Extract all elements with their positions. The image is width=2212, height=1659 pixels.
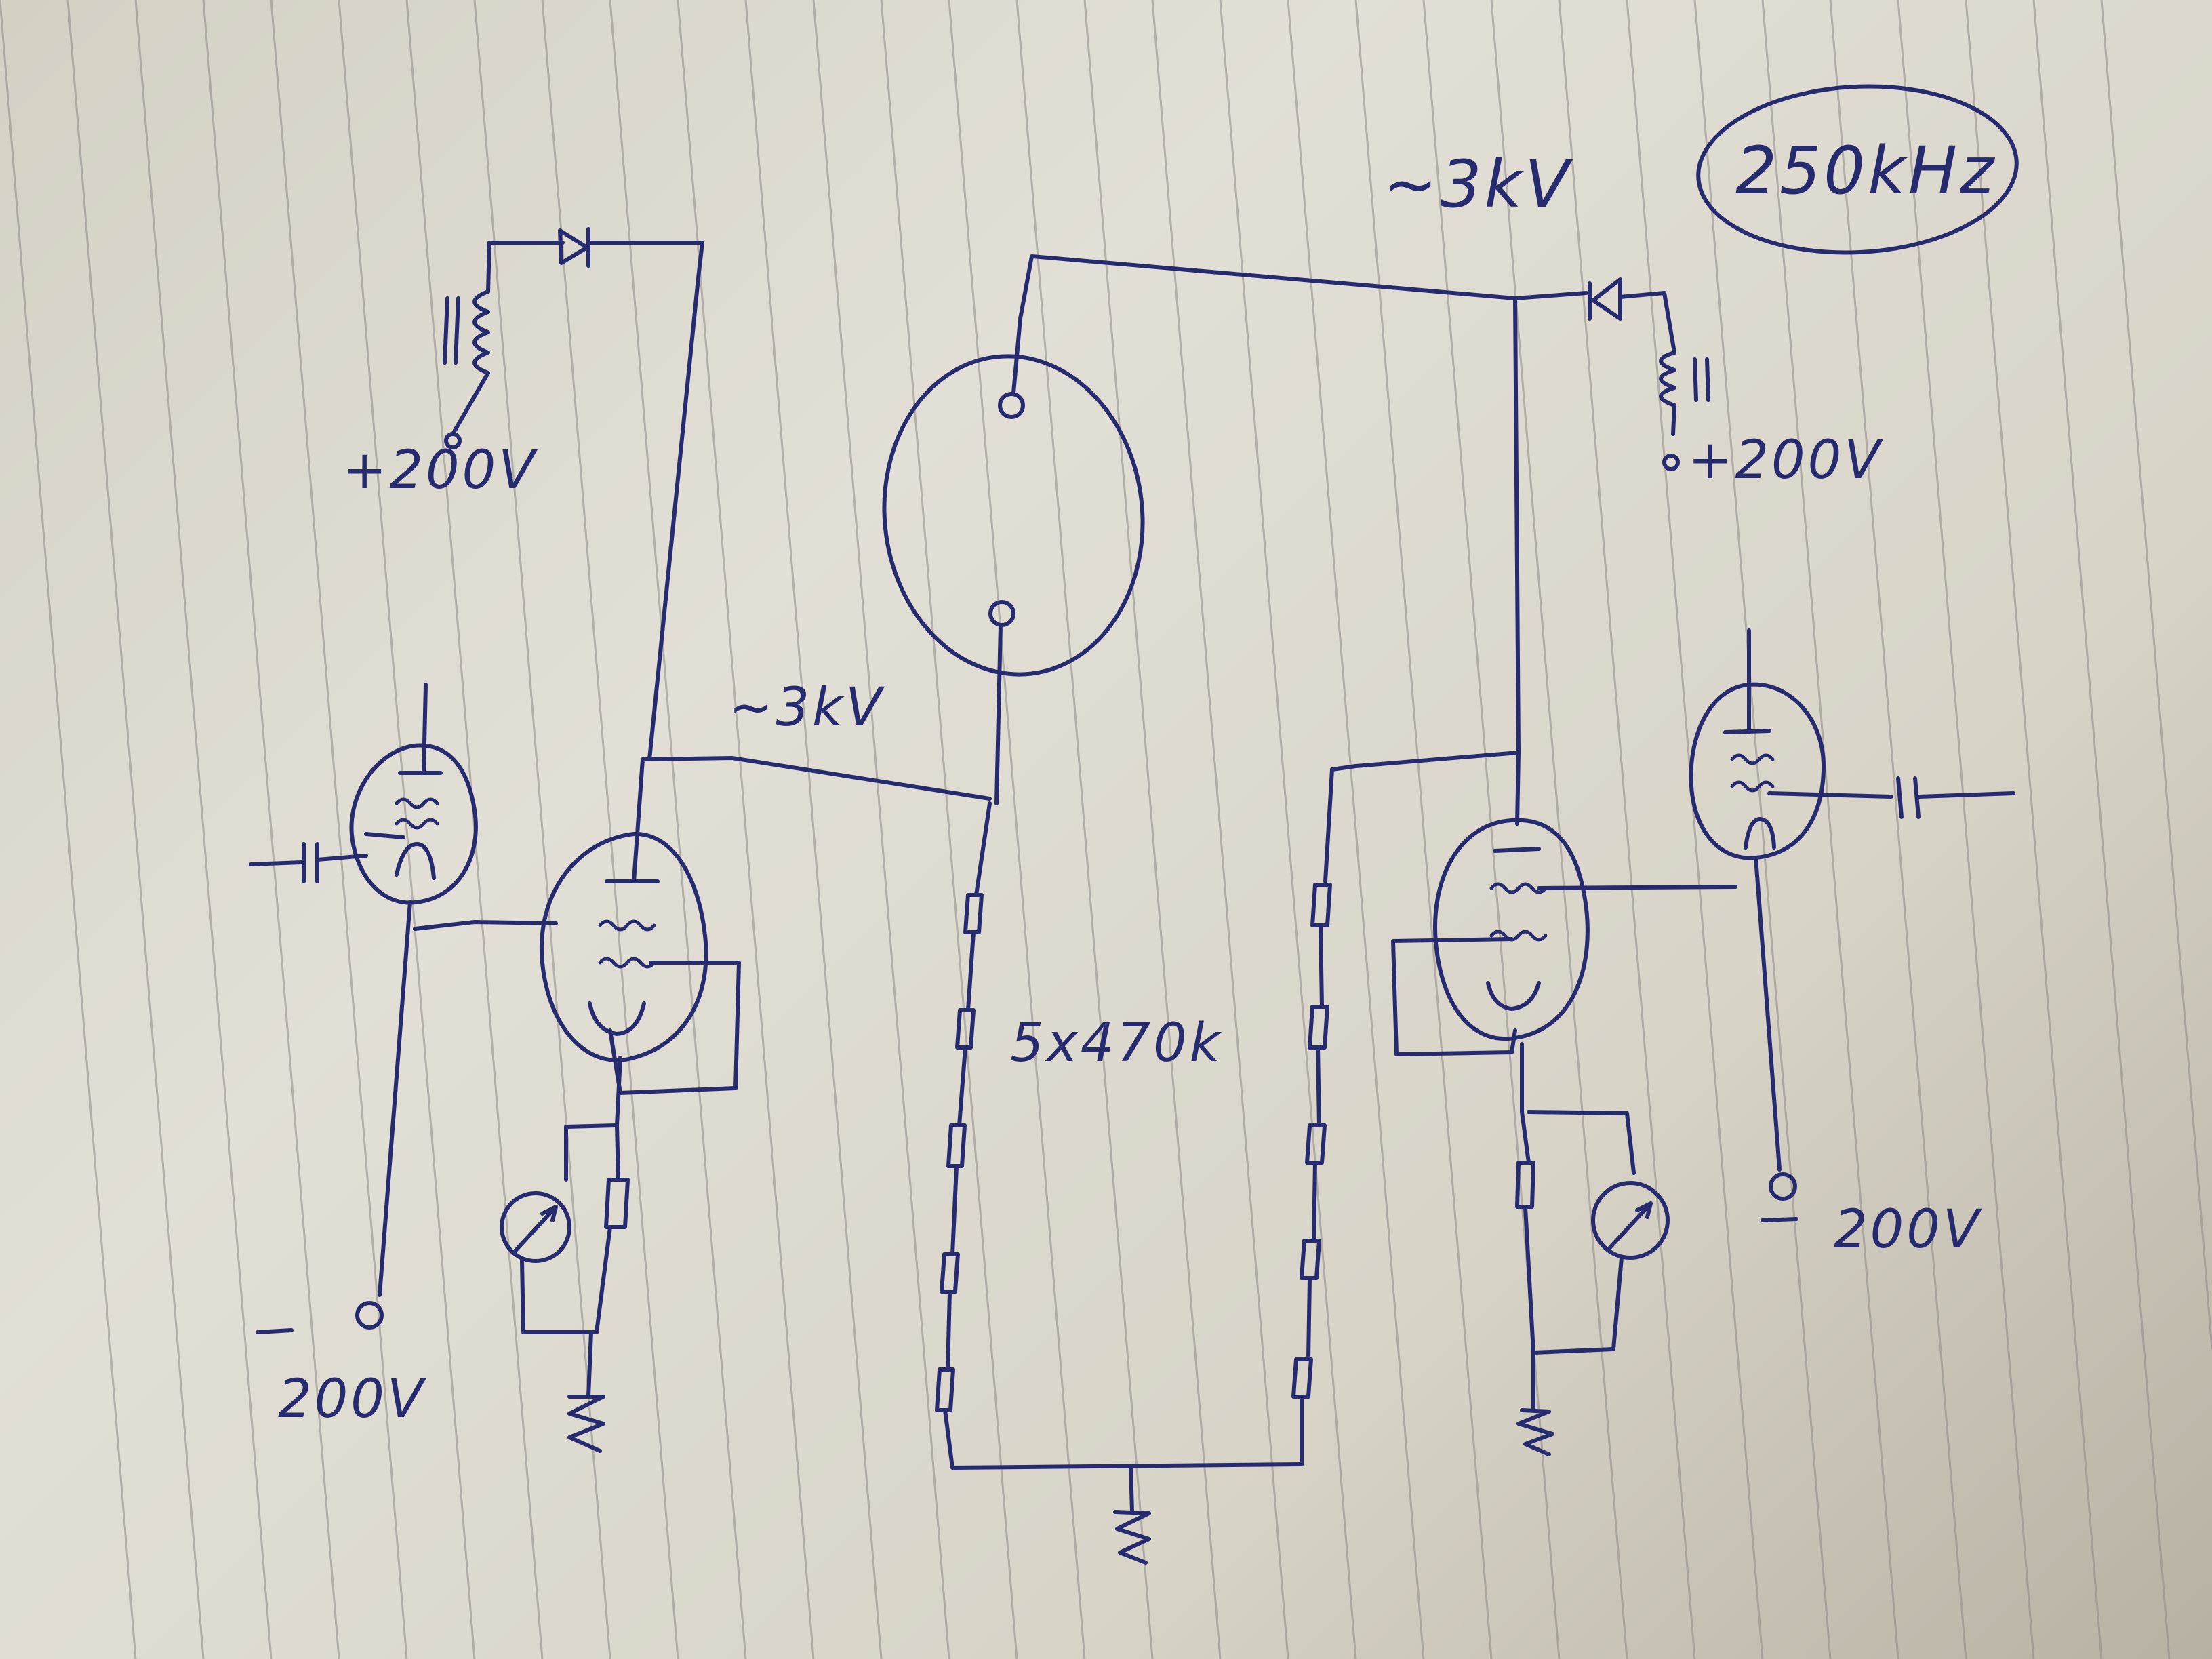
chain-resistor-2-icon bbox=[955, 1008, 976, 1050]
left-core-icon bbox=[443, 296, 460, 365]
center-top-wire bbox=[1011, 254, 1517, 395]
center-tube-icon bbox=[882, 354, 1145, 677]
left-cathode-resistor-icon bbox=[604, 1178, 630, 1229]
chain-resistor-3-icon bbox=[946, 1123, 967, 1168]
right-screen-loop bbox=[1391, 937, 1517, 1056]
frequency-label: 250kHz bbox=[1735, 133, 1996, 209]
left-minus-sign bbox=[256, 1328, 294, 1334]
chain-resistor-8-icon bbox=[1305, 1123, 1327, 1165]
right-circuit bbox=[1354, 277, 2015, 1456]
left-screen-loop bbox=[608, 961, 741, 1095]
left-plate-wire bbox=[586, 241, 704, 761]
left-inductor-icon bbox=[451, 289, 490, 436]
right-neg-supply-label: 200V bbox=[1834, 1199, 1982, 1260]
center-top-terminal bbox=[998, 392, 1025, 419]
left-meter-icon bbox=[500, 1191, 571, 1263]
chain-resistor-1-icon bbox=[963, 893, 984, 934]
right-supply-label: +200V bbox=[1688, 430, 1883, 491]
left-neg-supply-terminal bbox=[355, 1301, 384, 1330]
right-diode-icon bbox=[1591, 277, 1622, 321]
right-input-capacitor-icon bbox=[1896, 776, 1921, 819]
left-output-tube-icon bbox=[539, 831, 708, 1062]
left-supply-label: +200V bbox=[342, 440, 538, 501]
left-ground-icon bbox=[567, 1395, 605, 1453]
right-cathode-resistor-icon bbox=[1515, 1161, 1535, 1209]
center-bottom-terminal bbox=[988, 600, 1015, 627]
left-driver-tube-icon bbox=[349, 743, 478, 905]
right-minus-sign bbox=[1761, 1217, 1798, 1222]
left-supply-terminal bbox=[444, 432, 462, 449]
right-inductor-icon bbox=[1659, 351, 1676, 436]
chain-resistor-10-icon bbox=[1291, 1357, 1313, 1399]
top-voltage-label: ~3kV bbox=[1383, 146, 1573, 222]
left-to-center-wire bbox=[642, 756, 992, 801]
right-output-tube-icon bbox=[1433, 818, 1590, 1041]
center-ground-icon bbox=[1113, 1510, 1151, 1565]
left-circuit bbox=[249, 227, 992, 1453]
resistor-chain-label: 5x470k bbox=[1010, 1013, 1223, 1074]
right-plate-wire bbox=[1354, 296, 1521, 768]
chain-resistor-9-icon bbox=[1300, 1239, 1321, 1280]
left-input-capacitor-icon bbox=[302, 842, 319, 883]
mid-voltage-label: ~3kV bbox=[729, 677, 885, 738]
chain-resistor-4-icon bbox=[940, 1252, 960, 1294]
frequency-bubble bbox=[1696, 84, 2019, 255]
chain-resistor-5-icon bbox=[935, 1367, 955, 1412]
left-neg-supply-label: 200V bbox=[278, 1369, 426, 1430]
left-diode-icon bbox=[558, 228, 589, 265]
right-core-icon bbox=[1693, 357, 1710, 402]
right-ground-icon bbox=[1516, 1408, 1554, 1456]
chain-resistor-7-icon bbox=[1308, 1005, 1329, 1050]
right-supply-terminal bbox=[1662, 454, 1680, 471]
right-meter-icon bbox=[1591, 1181, 1670, 1260]
chain-resistor-6-icon bbox=[1310, 883, 1332, 927]
right-neg-supply-terminal bbox=[1769, 1172, 1797, 1201]
center-circuit bbox=[882, 254, 1517, 1565]
